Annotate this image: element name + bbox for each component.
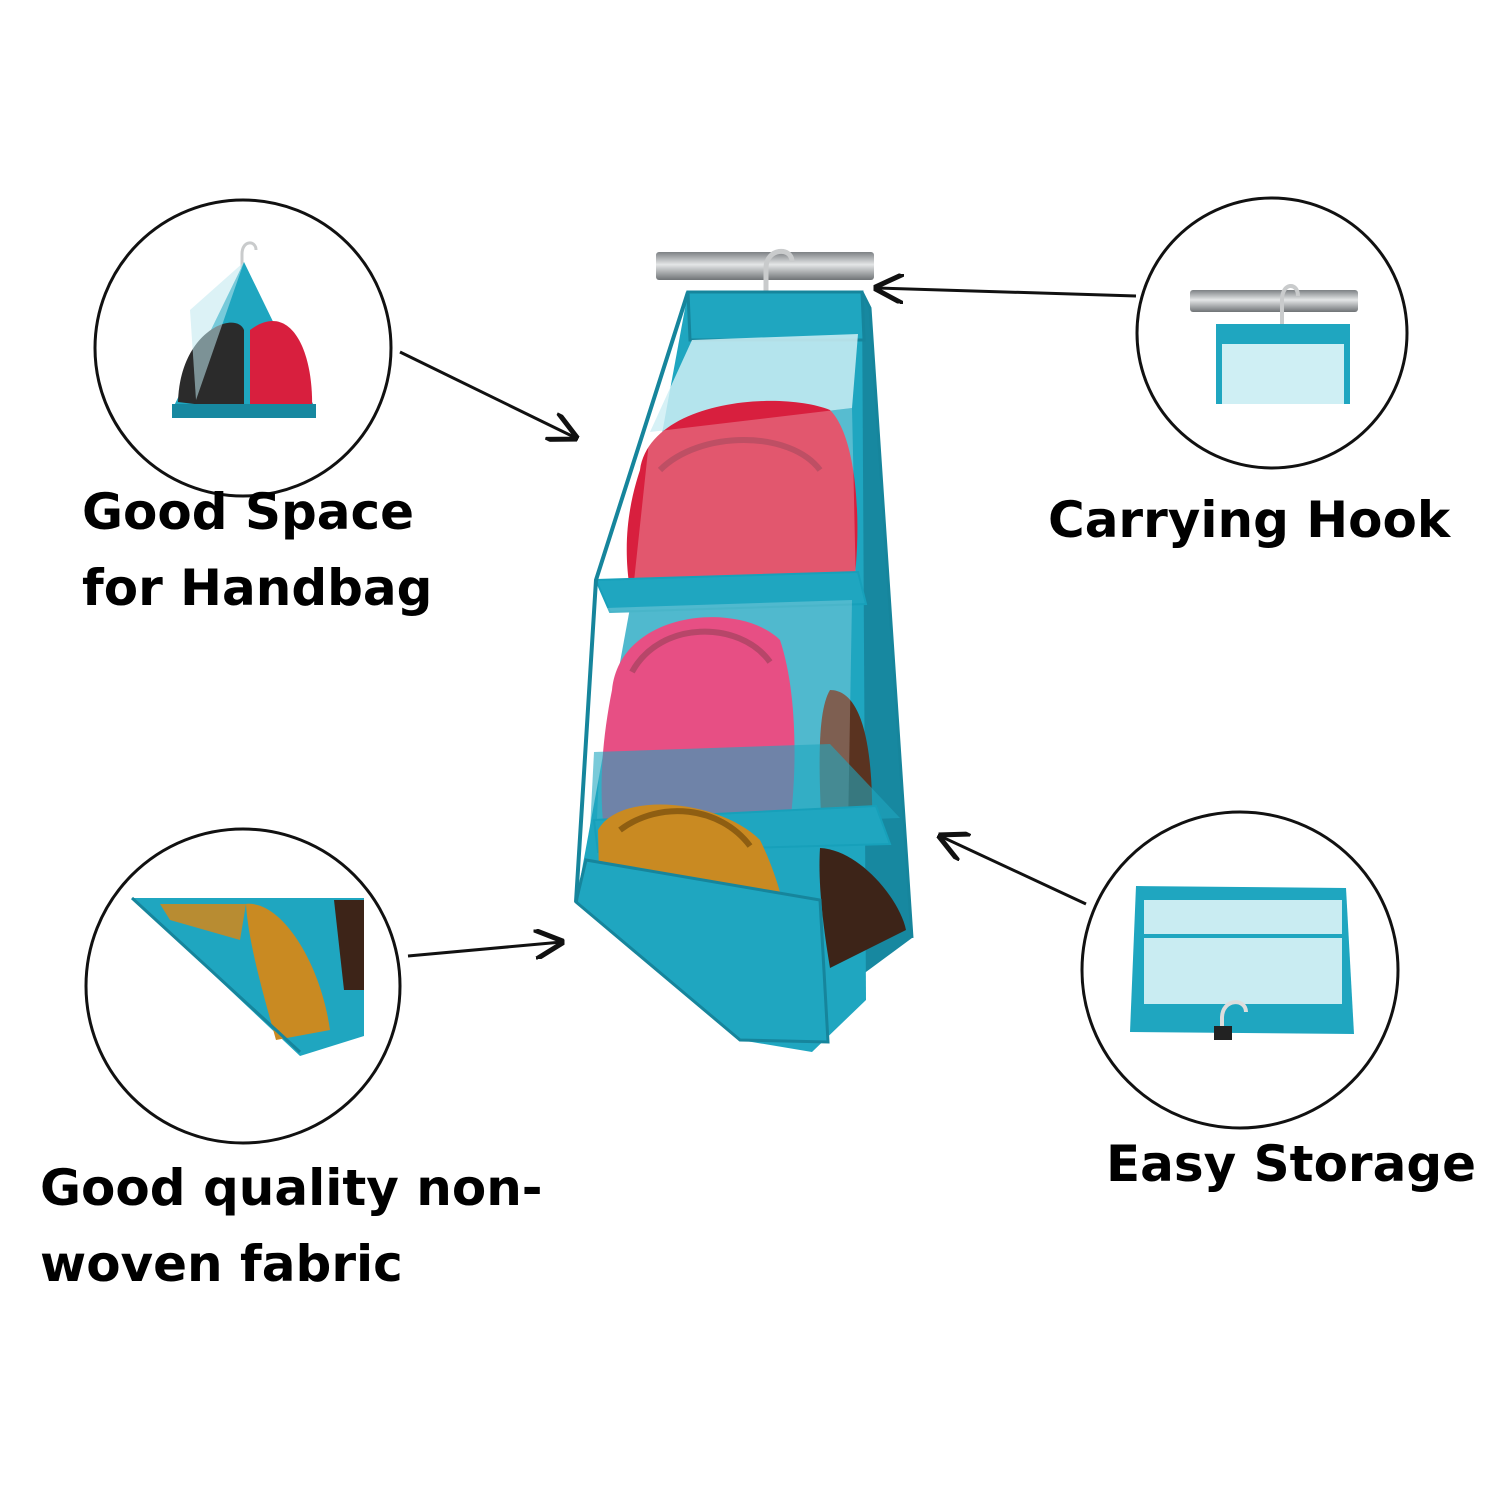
arrow-good-space bbox=[399, 350, 576, 438]
caption-easy-storage-text: Easy Storage bbox=[1106, 1135, 1477, 1193]
hanger-hook-icon bbox=[1220, 1000, 1248, 1034]
callout-easy-storage bbox=[1080, 810, 1400, 1130]
callout-fabric bbox=[84, 827, 402, 1145]
caption-fabric: Good quality non- woven fabric bbox=[40, 1150, 543, 1302]
caption-good-space-line2: for Handbag bbox=[82, 559, 433, 617]
dark-brown-handbag bbox=[819, 848, 906, 968]
caption-carrying-hook: Carrying Hook bbox=[1048, 482, 1450, 558]
caption-good-space: Good Space for Handbag bbox=[82, 474, 432, 626]
caption-carrying-hook-text: Carrying Hook bbox=[1048, 491, 1451, 549]
hanger-hook-icon bbox=[1280, 284, 1300, 330]
callout-good-space bbox=[93, 198, 393, 498]
hanger-hook-icon bbox=[240, 241, 258, 268]
hanger-hook-icon bbox=[763, 249, 795, 298]
callout-carrying-hook bbox=[1135, 196, 1409, 470]
arrow-easy-storage bbox=[940, 836, 1087, 906]
caption-fabric-line1: Good quality non- bbox=[40, 1159, 543, 1217]
caption-fabric-line2: woven fabric bbox=[40, 1235, 403, 1293]
hanging-handbag-organizer-image bbox=[574, 249, 914, 1052]
caption-good-space-line1: Good Space bbox=[82, 483, 415, 541]
caption-easy-storage: Easy Storage bbox=[1106, 1126, 1476, 1202]
arrow-fabric bbox=[407, 942, 562, 956]
arrow-carrying-hook bbox=[876, 288, 1137, 296]
